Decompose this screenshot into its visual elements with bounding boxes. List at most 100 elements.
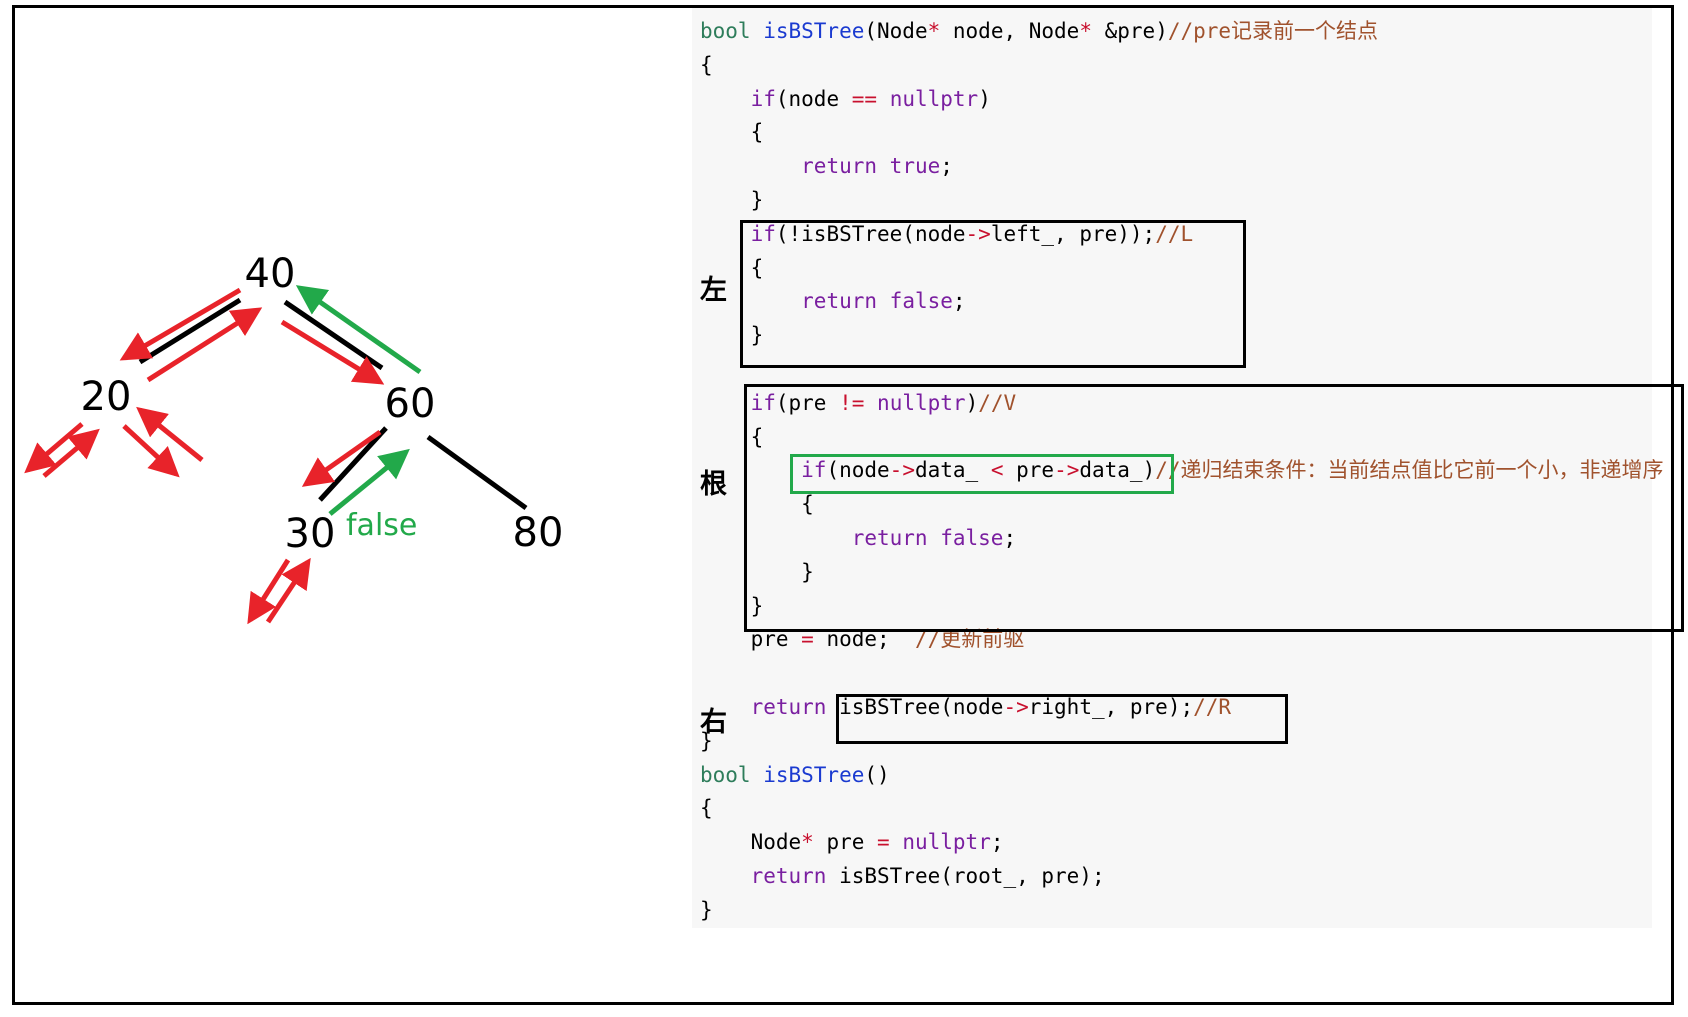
code-token: node, Node <box>940 19 1080 43</box>
code-line: } <box>700 559 814 585</box>
code-token: return <box>801 154 878 179</box>
code-token: ) <box>965 390 979 415</box>
code-token: () <box>864 762 890 787</box>
code-token <box>700 87 751 111</box>
code-token: node; <box>813 627 915 652</box>
code-token: -> <box>965 221 991 246</box>
code-token <box>877 154 890 178</box>
code-line: { <box>700 255 764 281</box>
code-token: = <box>801 627 814 652</box>
code-token: } <box>700 188 764 212</box>
code-token: return <box>750 695 827 719</box>
traversal-arrow <box>122 424 180 478</box>
tree-node-80: 80 <box>513 510 564 556</box>
traversal-arrow <box>247 558 291 625</box>
traversal-arrow <box>119 287 242 361</box>
code-token: { <box>700 424 764 449</box>
code-token: //L <box>1155 221 1194 246</box>
code-token: //更新前驱 <box>914 627 1025 652</box>
code-token: } <box>700 559 814 584</box>
code-token <box>700 864 751 888</box>
traversal-arrow <box>280 319 385 385</box>
code-token: return <box>801 289 878 314</box>
code-token: { <box>700 255 764 280</box>
code-line: pre = node; //更新前驱 <box>700 626 1025 652</box>
code-token: ; <box>952 289 966 314</box>
code-line: return isBSTree(root_, pre); <box>700 863 1105 889</box>
code-line: Node* pre = nullptr; <box>700 829 1004 855</box>
code-token <box>700 526 852 550</box>
code-token: nullptr <box>877 390 966 415</box>
bst-tree-diagram: 40 20 60 30 80 false <box>24 251 564 625</box>
code-line: { <box>700 795 713 821</box>
code-line: return false; <box>700 288 966 314</box>
tree-node-30: 30 <box>285 511 336 557</box>
code-token: return <box>750 864 827 888</box>
code-line: { <box>700 491 814 517</box>
backtrack-arrow <box>295 285 422 375</box>
code-token: { <box>700 120 764 145</box>
code-token <box>877 289 890 313</box>
code-token: false <box>940 526 1004 550</box>
code-token <box>700 154 801 178</box>
traversal-arrow <box>265 557 311 624</box>
label-right: 右 <box>700 707 727 738</box>
false-annotation: false <box>346 508 417 543</box>
code-token: isBSTree(root_, pre); <box>826 864 1105 888</box>
tree-edge <box>426 434 528 511</box>
code-token: nullptr <box>902 830 991 855</box>
code-token <box>890 830 903 854</box>
code-token: false <box>889 289 953 314</box>
code-line: if(pre != nullptr)//V <box>700 390 1017 416</box>
code-line: } <box>700 322 764 348</box>
code-token <box>928 526 941 550</box>
code-token: isBSTree <box>763 762 865 787</box>
code-token: pre <box>813 830 878 855</box>
code-token: ; <box>1003 526 1017 550</box>
tree-node-20: 20 <box>81 374 132 420</box>
traversal-arrow <box>146 307 263 383</box>
code-token: (Node <box>864 19 928 43</box>
code-line: } <box>700 897 713 923</box>
tree-node-40: 40 <box>245 251 296 297</box>
code-token: (node <box>826 458 890 483</box>
code-token <box>864 391 877 415</box>
tree-node-60: 60 <box>385 381 436 427</box>
code-line: } <box>700 187 764 213</box>
code-token: ; <box>990 830 1004 855</box>
code-token: (pre <box>775 390 840 415</box>
code-token: return <box>851 526 928 550</box>
code-token: { <box>700 492 814 517</box>
code-token: { <box>700 796 713 821</box>
code-token: //递归结束条件：当前结点值比它前一个小，非递增序 <box>1155 458 1664 483</box>
code-token: pre <box>1003 458 1055 483</box>
code-line: } <box>700 593 764 619</box>
code-line: } <box>700 728 713 754</box>
code-token: != <box>839 390 865 415</box>
code-token: pre <box>700 627 802 652</box>
code-line: return isBSTree(node->right_, pre);//R <box>700 694 1231 720</box>
label-root: 根 <box>700 469 727 500</box>
code-token: } <box>700 728 713 753</box>
code-token: } <box>700 323 764 348</box>
code-token: //R <box>1193 695 1232 719</box>
code-token: * <box>927 19 941 43</box>
traversal-arrow <box>301 429 382 487</box>
code-token <box>877 87 890 111</box>
code-token: //pre记录前一个结点 <box>1167 19 1379 43</box>
code-token <box>700 391 751 415</box>
code-token: //V <box>978 390 1017 415</box>
code-token: if <box>750 86 776 111</box>
code-line: return true; <box>700 153 953 179</box>
tree-edge <box>138 297 242 365</box>
code-token: ; <box>940 154 953 179</box>
code-token: } <box>700 593 764 618</box>
code-token <box>700 222 751 246</box>
code-line: if(node == nullptr) <box>700 86 991 112</box>
traversal-arrow <box>136 406 204 462</box>
code-line: bool isBSTree(Node* node, Node* &pre)//p… <box>700 18 1378 44</box>
code-token: right_, pre); <box>1028 695 1194 719</box>
code-token: Node <box>700 830 802 855</box>
code-token: if <box>750 221 776 246</box>
code-token: data_) <box>1079 458 1156 483</box>
